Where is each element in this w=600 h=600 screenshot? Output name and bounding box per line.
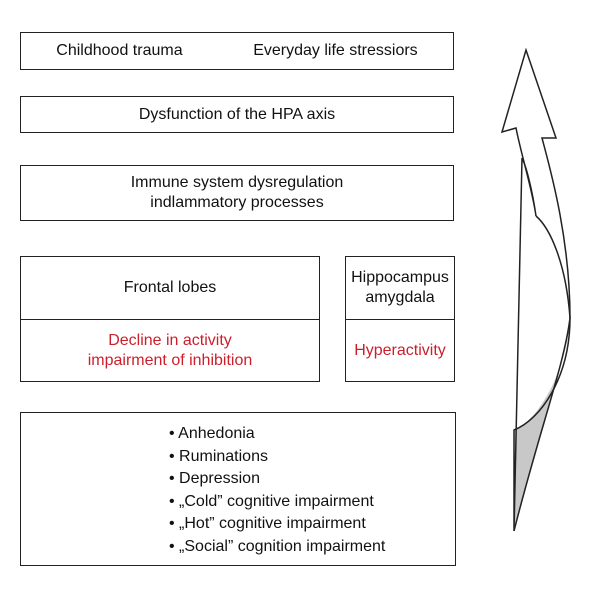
hippocampus-effect-cell: Hyperactivity bbox=[346, 320, 454, 382]
symptom-item: Depression bbox=[169, 468, 385, 491]
triggers-box: Childhood trauma Everyday life stressior… bbox=[20, 32, 454, 70]
frontal-effect-cell: Decline in activity impairment of inhibi… bbox=[21, 320, 319, 382]
hippocampus-title-cell: Hippocampus amygdala bbox=[346, 257, 454, 320]
symptom-item: „Cold” cognitive impairment bbox=[169, 491, 385, 514]
hippocampus-title-line-1: Hippocampus bbox=[351, 269, 449, 286]
hippocampus-title-line-2: amygdala bbox=[365, 289, 435, 306]
frontal-lobes-box: Frontal lobes Decline in activity impair… bbox=[20, 256, 320, 382]
immune-line-2: indlammatory processes bbox=[150, 194, 324, 211]
hpa-axis-box: Dysfunction of the HPA axis bbox=[20, 96, 454, 133]
curved-up-arrow-icon bbox=[500, 48, 571, 532]
frontal-title-cell: Frontal lobes bbox=[21, 257, 319, 320]
life-stressors-label: Everyday life stressiors bbox=[253, 42, 418, 59]
arrow-outline bbox=[500, 48, 571, 532]
immune-line-1: Immune system dysregulation bbox=[130, 174, 344, 191]
frontal-effect-line-1: Decline in activity bbox=[108, 332, 232, 349]
symptom-item: Ruminations bbox=[169, 446, 385, 469]
symptom-item: „Hot” cognitive impairment bbox=[169, 513, 385, 536]
hippocampus-box: Hippocampus amygdala Hyperactivity bbox=[345, 256, 455, 382]
frontal-effect-line-2: impairment of inhibition bbox=[87, 352, 253, 369]
immune-system-box: Immune system dysregulation indlammatory… bbox=[20, 165, 454, 221]
symptom-item: Anhedonia bbox=[169, 423, 385, 446]
symptom-list: Anhedonia Ruminations Depression „Cold” … bbox=[169, 423, 385, 558]
frontal-title: Frontal lobes bbox=[123, 279, 217, 296]
childhood-trauma-label: Childhood trauma bbox=[56, 42, 183, 59]
hpa-axis-label: Dysfunction of the HPA axis bbox=[138, 105, 336, 123]
symptom-item: „Social” cognition impairment bbox=[169, 536, 385, 559]
symptoms-box: Anhedonia Ruminations Depression „Cold” … bbox=[20, 412, 456, 566]
hippocampus-effect: Hyperactivity bbox=[354, 342, 446, 359]
arrow-inner-curve bbox=[513, 215, 571, 532]
